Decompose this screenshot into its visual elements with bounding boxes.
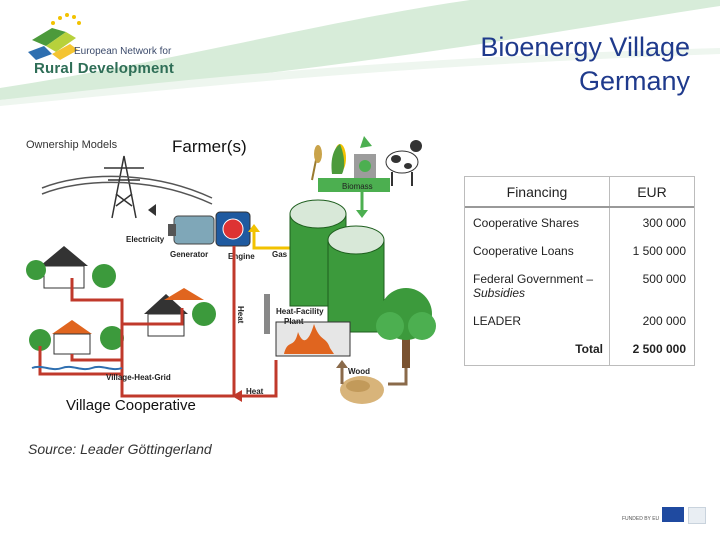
row-value: 300 000 — [642, 216, 686, 230]
total-label: Total — [465, 337, 610, 365]
generator-icon — [168, 215, 215, 245]
header-swoosh — [0, 0, 720, 106]
eur-header: EUR — [609, 177, 694, 208]
logo-text-line2: Rural Development — [34, 60, 175, 77]
heat-vertical-label: Heat — [236, 306, 245, 324]
tree-icon — [376, 288, 436, 368]
eu-flag-icon — [662, 507, 684, 522]
wood-chips-icon — [340, 376, 384, 404]
row-label-cell: Federal Government – Subsidies — [465, 267, 610, 309]
generator-label: Generator — [170, 250, 208, 259]
logo-text-line1: European Network for — [74, 46, 172, 57]
farmers-label: Farmer(s) — [172, 137, 247, 156]
engine-icon — [215, 211, 251, 247]
village-cooperative-label: Village Cooperative — [66, 397, 196, 414]
row-value: 1 500 000 — [632, 244, 686, 258]
financing-table: Financing EUR Cooperative Shares 300 000… — [464, 176, 695, 366]
electricity-label: Electricity — [126, 235, 165, 244]
title-line2: Germany — [578, 66, 690, 96]
footer-logos: FUNDED BY EU — [596, 505, 706, 529]
row-label: LEADER — [465, 309, 610, 337]
row-label: Cooperative Loans — [465, 239, 610, 267]
power-pylon-icon — [41, 155, 213, 219]
engine-label: Engine — [228, 252, 255, 261]
table-row: Cooperative Loans 1 500 000 — [465, 239, 694, 267]
cow-icon — [385, 140, 422, 186]
row-label: Federal Government – — [473, 272, 594, 286]
table-row: Federal Government – Subsidies 500 000 — [465, 267, 694, 309]
total-value: 2 500 000 — [632, 342, 686, 356]
ownership-models-label: Ownership Models — [26, 139, 118, 151]
rural-development-logo-icon — [688, 507, 706, 524]
logo-mark-icon — [28, 13, 81, 60]
table-row: LEADER 200 000 — [465, 309, 694, 337]
bioenergy-diagram: Ownership Models Farmer(s) Biomass Elect… — [26, 136, 436, 414]
recycle-bin-icon — [354, 136, 376, 180]
table-row: Cooperative Shares 300 000 — [465, 207, 694, 239]
gas-label: Gas — [272, 250, 288, 259]
financing-header: Financing — [465, 177, 610, 208]
corn-icon — [331, 144, 346, 174]
house-icon-2 — [144, 288, 216, 337]
total-row: Total 2 500 000 — [465, 337, 694, 365]
house-icon-3 — [29, 320, 124, 355]
village-heat-grid-label: Village-Heat-Grid — [106, 373, 171, 382]
wood-label: Wood — [348, 367, 370, 376]
heat-facility-label-line1: Heat-Facility — [276, 307, 324, 316]
heat-label: Heat — [246, 387, 264, 396]
wheat-icon — [311, 145, 322, 181]
title-line1: Bioenergy Village — [480, 32, 690, 62]
biomass-label: Biomass — [342, 182, 373, 191]
row-label: Cooperative Shares — [465, 207, 610, 239]
footer-text: FUNDED BY EU — [622, 516, 660, 522]
row-sublabel: Subsidies — [473, 286, 526, 300]
enrd-logo: European Network for Rural Development — [22, 10, 182, 80]
heat-facility-icon — [264, 294, 351, 357]
page-title: Bioenergy Village Germany — [390, 30, 690, 98]
heat-facility-label-line2: Plant — [284, 317, 304, 326]
house-icon — [26, 246, 116, 289]
source-caption: Source: Leader Göttingerland — [28, 441, 212, 457]
row-value: 200 000 — [642, 314, 686, 328]
row-value: 500 000 — [642, 272, 686, 286]
heat-grid-pipes — [38, 278, 234, 398]
biogas-tank-icon — [289, 199, 385, 333]
